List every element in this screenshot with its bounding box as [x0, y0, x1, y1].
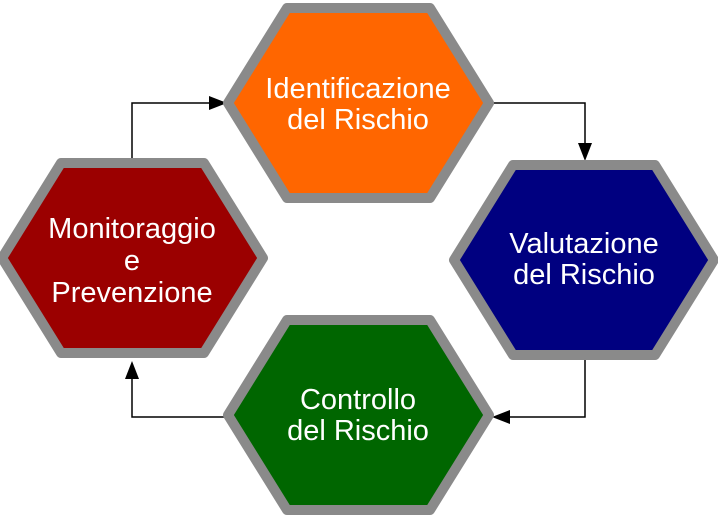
node-label-line: Controllo	[300, 384, 416, 416]
node-label-line: Identificazione	[265, 73, 450, 105]
hexagon-shape	[223, 315, 494, 515]
arrowhead-left-icon	[492, 410, 510, 424]
arrow-line	[131, 377, 230, 418]
arrow-line	[508, 358, 586, 418]
node-label-line: del Rischio	[287, 104, 429, 136]
node-label-line: e	[124, 245, 140, 277]
hexagon-shape	[223, 3, 494, 203]
arrow-valutazione-to-controllo	[492, 358, 586, 424]
arrow-identificazione-to-valutazione	[487, 102, 592, 161]
hexagon-shape	[449, 160, 718, 360]
node-monitoraggio-e-prevenzione: Monitoraggio e Prevenzione	[0, 158, 268, 358]
node-label-line: Valutazione	[509, 228, 658, 260]
hexagon-shape	[0, 158, 268, 358]
node-label-line: Monitoraggio	[48, 213, 216, 245]
arrow-monitoraggio-to-identificazione	[131, 96, 227, 160]
arrow-line	[131, 102, 211, 160]
cycle-arrows	[125, 96, 592, 424]
node-controllo-del-rischio: Controllo del Rischio	[223, 315, 494, 515]
arrow-line	[487, 102, 586, 145]
arrowhead-right-icon	[209, 96, 227, 110]
arrowhead-down-icon	[578, 143, 592, 161]
node-valutazione-del-rischio: Valutazione del Rischio	[449, 160, 718, 360]
node-label-line: del Rischio	[513, 259, 655, 291]
node-label-line: Prevenzione	[51, 277, 212, 309]
node-label-line: del Rischio	[287, 415, 429, 447]
arrow-controllo-to-monitoraggio	[125, 361, 230, 418]
arrowhead-up-icon	[125, 361, 139, 379]
node-identificazione-del-rischio: Identificazione del Rischio	[223, 3, 494, 203]
